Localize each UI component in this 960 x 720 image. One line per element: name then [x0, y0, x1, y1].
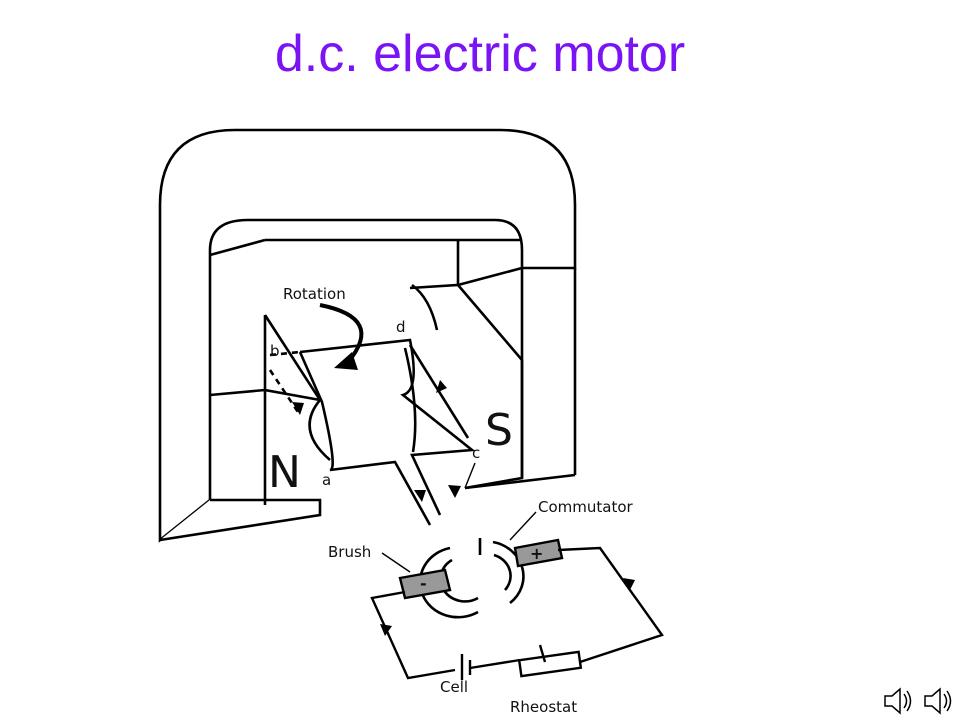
plus-label: + [530, 544, 543, 563]
slide-title: d.c. electric motor [274, 25, 686, 83]
cell-label: Cell [440, 678, 468, 696]
corner-b-label: b [270, 342, 280, 360]
circuit [370, 546, 664, 680]
commutator-label: Commutator [538, 498, 634, 516]
corner-c-label: c [472, 444, 480, 462]
rheostat-label: Rheostat [510, 698, 577, 716]
rotation-label: Rotation [283, 285, 346, 303]
brushes [398, 538, 564, 600]
south-pole-label: S [485, 405, 513, 456]
rotation-arrow [319, 303, 364, 370]
corner-d-label: d [396, 318, 406, 336]
north-pole-label: N [268, 447, 301, 498]
horseshoe-magnet [158, 128, 577, 543]
brush-label: Brush [328, 543, 371, 561]
corner-a-label: a [322, 471, 331, 489]
minus-label: - [420, 574, 427, 593]
leader-lines [381, 462, 537, 573]
speaker-icon[interactable] [882, 684, 916, 718]
current-arrows [292, 380, 461, 502]
speaker-icon[interactable] [922, 684, 956, 718]
